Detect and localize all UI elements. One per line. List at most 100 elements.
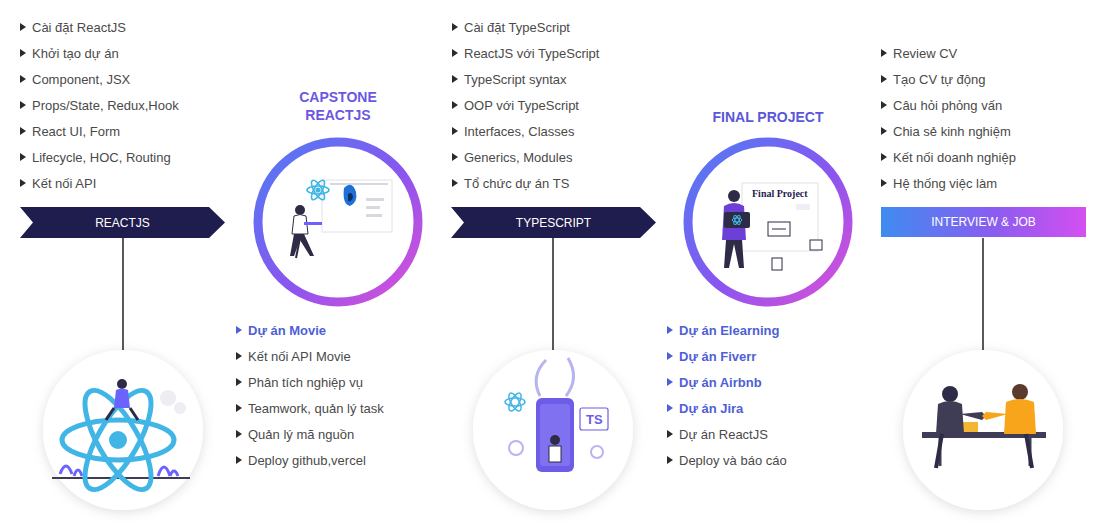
bullet-marker xyxy=(20,49,26,57)
stage-band: INTERVIEW & JOB xyxy=(881,207,1086,237)
project-name: Dự án Movie xyxy=(248,323,326,339)
react-illustration xyxy=(52,379,190,498)
topic-text: OOP với TypeScript xyxy=(464,98,579,114)
bullet-marker xyxy=(236,352,242,360)
circle-ground xyxy=(262,146,414,298)
bullet-marker xyxy=(452,23,458,31)
final-project-illustration xyxy=(722,183,822,270)
topic-text: ReactJS với TypeScript xyxy=(464,46,599,62)
list-item: Dự án Fiverr xyxy=(667,349,756,365)
bullet-marker xyxy=(20,101,26,109)
topic-text: TypeScript syntax xyxy=(464,72,567,88)
list-item: Cài đặt TypeScript xyxy=(452,20,570,36)
list-item: Dự án ReactJS xyxy=(667,427,768,443)
bullet-marker xyxy=(452,127,458,135)
capstone-illustration xyxy=(290,178,392,258)
topic-text: Dự án ReactJS xyxy=(679,427,768,443)
milestone-circle: FINAL PROJECT xyxy=(683,104,853,310)
list-item: Hệ thống việc làm xyxy=(881,176,997,192)
list-item: Deploy github,vercel xyxy=(236,453,366,469)
ring-outline xyxy=(688,142,848,302)
topic-text: Quản lý mã nguồn xyxy=(248,427,354,443)
bullet-marker xyxy=(667,456,673,464)
bullet-marker xyxy=(236,404,242,412)
band-label: TYPESCRIPT xyxy=(516,216,591,230)
list-item: Khởi tạo dự án xyxy=(20,46,119,62)
topic-text: Lifecycle, HOC, Routing xyxy=(32,150,171,166)
topic-text: Review CV xyxy=(893,46,957,62)
bullet-marker xyxy=(881,75,887,83)
list-item: Deploy và báo cáo xyxy=(667,453,787,469)
typescript-illustration xyxy=(505,358,608,472)
bullet-marker xyxy=(881,179,887,187)
topic-text: Kết nối doanh nghiệp xyxy=(893,150,1016,166)
list-item: Teamwork, quản lý task xyxy=(236,401,384,417)
bullet-marker xyxy=(667,326,673,334)
list-item: Chia sẻ kinh nghiệm xyxy=(881,124,1011,140)
bullet-marker xyxy=(667,352,673,360)
bullet-marker xyxy=(452,49,458,57)
list-item: Kết nối API Movie xyxy=(236,349,351,365)
topic-text: Hệ thống việc làm xyxy=(893,176,997,192)
list-item: Dự án Jira xyxy=(667,401,743,417)
project-name: Dự án Elearning xyxy=(679,323,779,339)
bullet-marker xyxy=(452,75,458,83)
bullet-marker xyxy=(20,75,26,83)
topic-text: Deploy github,vercel xyxy=(248,453,366,469)
list-item: Review CV xyxy=(881,46,957,62)
bullet-marker xyxy=(881,49,887,57)
bullet-marker xyxy=(667,404,673,412)
list-item: Cài đặt ReactJS xyxy=(20,20,126,36)
topic-text: Tạo CV tự động xyxy=(893,72,986,88)
band-label: INTERVIEW & JOB xyxy=(931,215,1035,229)
topic-text: Interfaces, Classes xyxy=(464,124,575,140)
list-item: Quản lý mã nguồn xyxy=(236,427,354,443)
bullet-marker xyxy=(236,456,242,464)
topic-text: Câu hỏi phỏng vấn xyxy=(893,98,1002,114)
topic-text: Khởi tạo dự án xyxy=(32,46,119,62)
list-item: Generics, Modules xyxy=(452,150,572,166)
bullet-marker xyxy=(881,153,887,161)
bullet-marker xyxy=(452,153,458,161)
leader-lines xyxy=(123,238,983,350)
picture-circle xyxy=(903,350,1063,510)
list-item: Component, JSX xyxy=(20,72,130,88)
picture-circle xyxy=(473,350,633,510)
topic-text: Cài đặt ReactJS xyxy=(32,20,126,36)
project-name: Dự án Airbnb xyxy=(679,375,762,391)
topic-text: Generics, Modules xyxy=(464,150,572,166)
list-item: Props/State, Redux,Hook xyxy=(20,98,179,114)
illustration-text: Final Project xyxy=(752,187,808,201)
topic-text: Chia sẻ kinh nghiệm xyxy=(893,124,1011,140)
topic-text: Props/State, Redux,Hook xyxy=(32,98,179,114)
list-item: Câu hỏi phỏng vấn xyxy=(881,98,1002,114)
circle-ground xyxy=(692,146,844,298)
topic-text: Tổ chức dự án TS xyxy=(464,176,569,192)
bullet-marker xyxy=(20,23,26,31)
topic-text: Kết nối API xyxy=(32,176,96,192)
topic-text: Teamwork, quản lý task xyxy=(248,401,384,417)
band-outline xyxy=(20,207,225,238)
topic-text: Kết nối API Movie xyxy=(248,349,351,365)
milestone-circle: CAPSTONE REACTJS xyxy=(253,84,423,310)
topic-text: Deploy và báo cáo xyxy=(679,453,787,469)
project-name: Dự án Fiverr xyxy=(679,349,756,365)
bullet-marker xyxy=(667,378,673,386)
list-item: Dự án Elearning xyxy=(667,323,779,339)
bullet-marker xyxy=(667,430,673,438)
bullet-marker xyxy=(452,179,458,187)
bullet-marker xyxy=(452,101,458,109)
list-item: Dự án Airbnb xyxy=(667,375,762,391)
bullet-marker xyxy=(881,127,887,135)
bullet-marker xyxy=(881,101,887,109)
topic-text: React UI, Form xyxy=(32,124,120,140)
handshake-illustration xyxy=(922,384,1046,468)
milestone-heading: FINAL PROJECT xyxy=(698,104,838,126)
list-item: Tổ chức dự án TS xyxy=(452,176,569,192)
band-outline xyxy=(451,207,656,238)
bullet-marker xyxy=(236,326,242,334)
circle-ring xyxy=(683,104,853,310)
milestone-heading: CAPSTONE REACTJS xyxy=(288,84,388,124)
bullet-marker xyxy=(20,179,26,187)
illustration-text: TS xyxy=(586,411,603,428)
